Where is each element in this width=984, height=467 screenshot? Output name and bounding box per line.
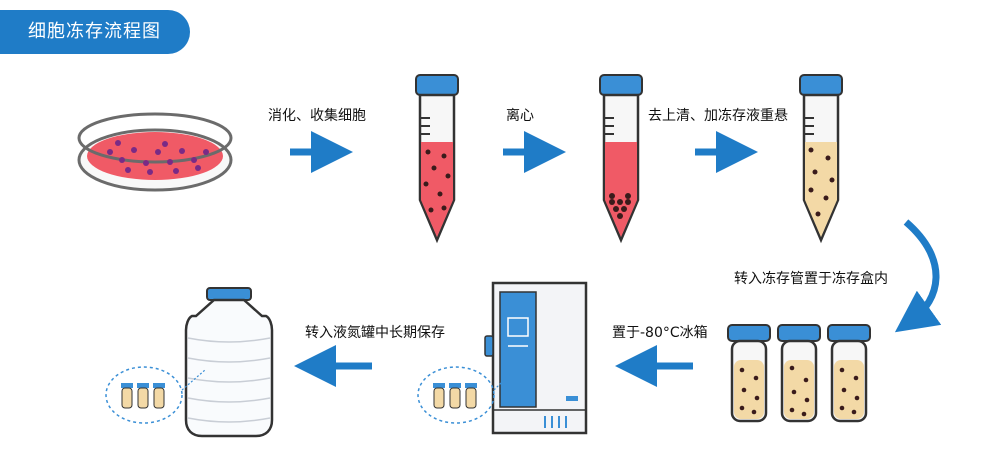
resuspended-tube-icon bbox=[799, 74, 843, 244]
centrifuge-tube-icon bbox=[415, 74, 459, 244]
step-label-freezer: 置于-80°C冰箱 bbox=[612, 325, 708, 341]
step-label-nitrogen: 转入液氮罐中长期保存 bbox=[305, 325, 445, 341]
freezer-icon bbox=[417, 281, 588, 435]
nitrogen-tank-icon bbox=[105, 287, 274, 438]
step-label-digest: 消化、收集细胞 bbox=[268, 108, 366, 124]
step-label-centrifuge: 离心 bbox=[506, 108, 534, 124]
centrifuge-tube-pellet-icon bbox=[599, 74, 643, 244]
step-label-resuspend: 去上清、加冻存液重悬 bbox=[648, 108, 788, 124]
cryovial-set-icon bbox=[727, 324, 871, 423]
step-label-to-box: 转入冻存管置于冻存盒内 bbox=[734, 271, 888, 287]
petri-dish-icon bbox=[77, 112, 233, 192]
page-title: 细胞冻存流程图 bbox=[0, 10, 190, 54]
curved-arrow-icon bbox=[894, 219, 942, 333]
